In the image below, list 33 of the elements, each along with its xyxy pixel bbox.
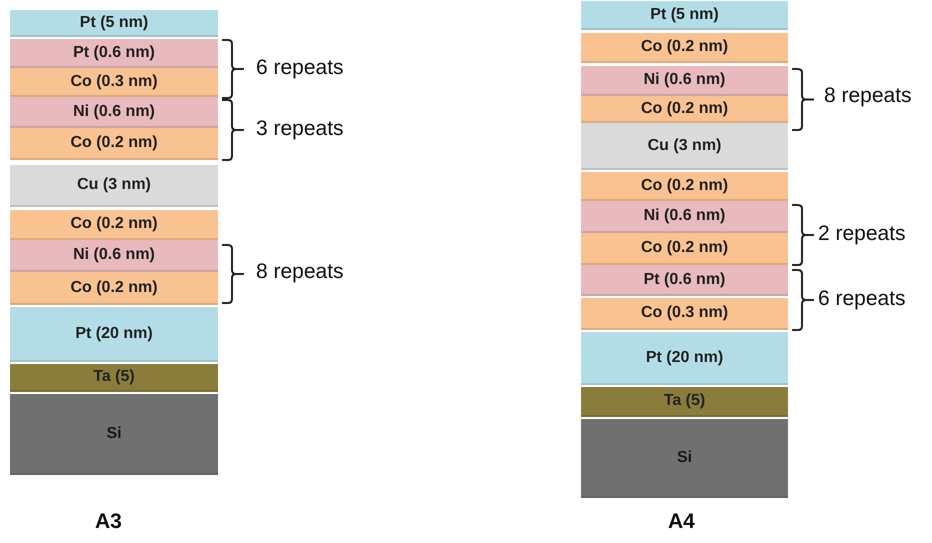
layer-band: Pt (5 nm) bbox=[581, 1, 788, 30]
repeat-count: 8 repeats bbox=[824, 84, 912, 108]
layer-band: Cu (3 nm) bbox=[10, 165, 218, 207]
sample-label: A4 bbox=[668, 510, 695, 534]
layer-band: Co (0.2 nm) bbox=[10, 210, 218, 240]
layer-band: Ni (0.6 nm) bbox=[581, 201, 788, 233]
repeat-count: 2 repeats bbox=[818, 222, 906, 246]
layer-band: Si bbox=[581, 419, 788, 498]
repeat-count: 3 repeats bbox=[256, 117, 344, 141]
sample-label: A3 bbox=[95, 510, 122, 534]
layer-band: Co (0.2 nm) bbox=[581, 172, 788, 201]
layer-band: Ta (5) bbox=[581, 387, 788, 417]
layer-band: Co (0.2 nm) bbox=[10, 272, 218, 305]
layer-band: Pt (20 nm) bbox=[581, 332, 788, 385]
layer-band: Pt (20 nm) bbox=[10, 307, 218, 362]
layer-band: Ni (0.6 nm) bbox=[10, 97, 218, 128]
layer-band: Ni (0.6 nm) bbox=[10, 240, 218, 272]
layer-band: Co (0.2 nm) bbox=[581, 96, 788, 123]
layer-band: Co (0.2 nm) bbox=[10, 128, 218, 160]
layer-band: Co (0.2 nm) bbox=[581, 233, 788, 265]
layer-band: Cu (3 nm) bbox=[581, 123, 788, 170]
repeat-count: 6 repeats bbox=[818, 287, 906, 311]
layer-band: Si bbox=[10, 394, 218, 475]
repeat-count: 6 repeats bbox=[256, 56, 344, 80]
repeat-count: 8 repeats bbox=[256, 260, 344, 284]
layer-band: Co (0.2 nm) bbox=[581, 33, 788, 63]
layer-band: Pt (0.6 nm) bbox=[581, 265, 788, 296]
layer-band: Pt (0.6 nm) bbox=[10, 39, 218, 68]
layer-band: Ta (5) bbox=[10, 364, 218, 392]
layer-band: Co (0.3 nm) bbox=[581, 298, 788, 330]
layer-band: Ni (0.6 nm) bbox=[581, 66, 788, 96]
layer-band: Pt (5 nm) bbox=[10, 10, 218, 37]
layer-band: Co (0.3 nm) bbox=[10, 68, 218, 97]
